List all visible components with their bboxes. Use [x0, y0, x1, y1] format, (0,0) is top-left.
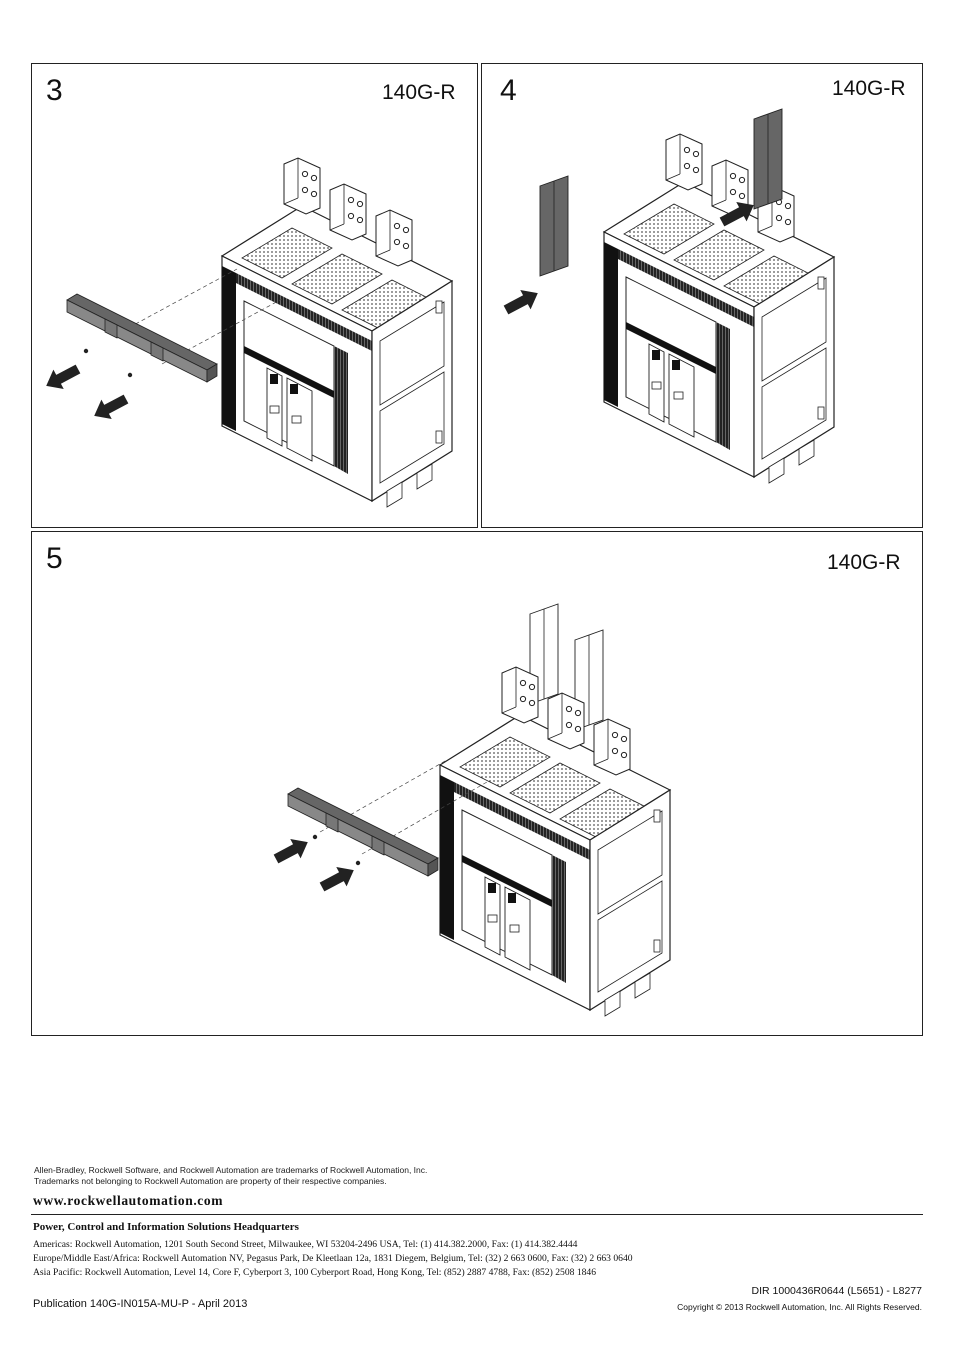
step-4-panel: 4 140G-R [481, 63, 923, 528]
step-number: 5 [46, 542, 63, 575]
address-asia-pacific: Asia Pacific: Rockwell Automation, Level… [33, 1267, 597, 1278]
step-5-illustration [270, 603, 922, 1035]
dir-number: DIR 1000436R0644 (L5651) - L8277 [751, 1285, 922, 1297]
publication-number: Publication 140G-IN015A-MU-P - April 201… [33, 1298, 248, 1310]
step-4-illustration [500, 108, 922, 527]
model-label: 140G-R [827, 551, 901, 574]
hq-title: Power, Control and Information Solutions… [33, 1221, 299, 1233]
model-label: 140G-R [382, 81, 456, 104]
model-label: 140G-R [832, 77, 906, 100]
step-3-panel: 3 140G-R [31, 63, 478, 528]
address-americas: Americas: Rockwell Automation, 1201 Sout… [33, 1239, 578, 1250]
step-5-panel: 5 140G-R [31, 531, 923, 1036]
step-number: 4 [500, 74, 517, 107]
copyright: Copyright © 2013 Rockwell Automation, In… [677, 1302, 922, 1312]
step-3-illustration [41, 64, 477, 527]
trademark-line-2: Trademarks not belonging to Rockwell Aut… [34, 1176, 387, 1186]
step-number: 3 [46, 74, 63, 107]
website-link[interactable]: www.rockwellautomation.com [33, 1193, 224, 1208]
trademark-line-1: Allen-Bradley, Rockwell Software, and Ro… [34, 1165, 428, 1175]
divider [31, 1214, 923, 1215]
address-emea: Europe/Middle East/Africa: Rockwell Auto… [33, 1253, 633, 1264]
